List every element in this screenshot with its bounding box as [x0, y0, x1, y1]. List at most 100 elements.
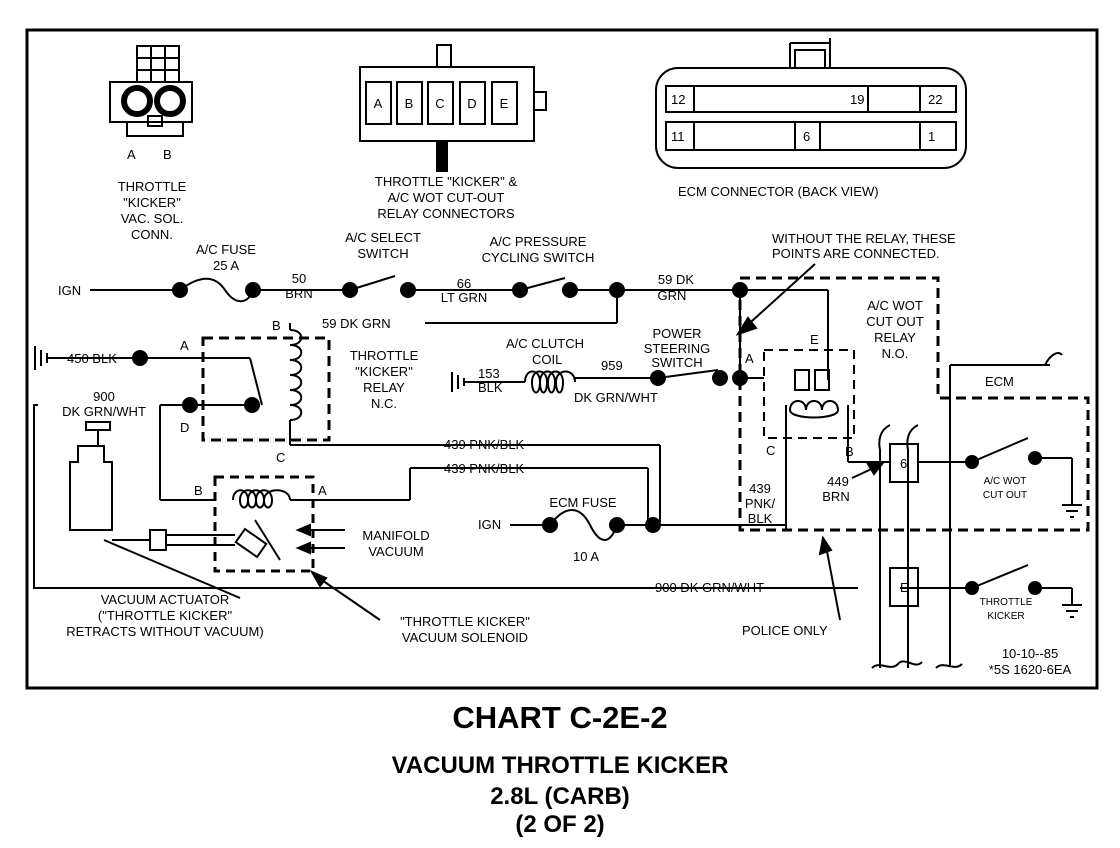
- chart-title: CHART C-2E-2: [452, 700, 668, 735]
- ac-clutch-wires: [451, 369, 764, 394]
- wire-66-color: LT GRN: [441, 290, 487, 305]
- kicker-pin-d: D: [180, 420, 189, 435]
- solenoid-caption-2: "KICKER": [123, 195, 181, 210]
- wot-pin-c: C: [766, 443, 775, 458]
- relay-pin-c: C: [435, 96, 444, 111]
- ac-clutch-dots: [650, 370, 748, 386]
- wire-900-color: DK GRN/WHT: [62, 404, 146, 419]
- wire-900-leader: [33, 404, 960, 589]
- kicker-relay-dots: [132, 350, 260, 413]
- relay-note-2: POINTS ARE CONNECTED.: [772, 246, 940, 261]
- ecm-connector-icon: [655, 38, 967, 169]
- vacuum-solenoid-box: [213, 475, 315, 573]
- wire-50-num: 50: [292, 271, 306, 286]
- ecm-pin-6-label: 6: [900, 456, 907, 471]
- solenoid-caption-4: CONN.: [131, 227, 173, 242]
- kicker-relay-internals: [55, 323, 661, 522]
- solenoid-caption-3: VAC. SOL.: [121, 211, 184, 226]
- ac-clutch-label-1: A/C CLUTCH: [506, 336, 584, 351]
- ecm-pin-19: 19: [850, 92, 864, 107]
- wire-449-num: 449: [827, 474, 849, 489]
- wire-959-num: 959: [601, 358, 623, 373]
- ecm-fuse-rating: 10 A: [573, 549, 599, 564]
- wot-pin-a: A: [745, 351, 754, 366]
- kicker-relay-label-3: RELAY: [363, 380, 405, 395]
- wire-66-num: 66: [457, 276, 471, 291]
- wire-50-color: BRN: [285, 286, 312, 301]
- chart-subtitle-3: (2 OF 2): [515, 811, 605, 838]
- wire-439-label-2: 439 PNK/BLK: [444, 461, 525, 476]
- wire-153-color: BLK: [478, 380, 503, 395]
- wot-pin-b: B: [845, 444, 854, 459]
- vac-solenoid-label-1: "THROTTLE KICKER": [400, 614, 530, 629]
- wot-inner-relay-box: [763, 349, 855, 439]
- ecm-pin-e-label: E: [900, 580, 909, 595]
- wot-relay-box: [738, 276, 1090, 532]
- kicker-relay-box: [201, 336, 331, 442]
- ecm-pin-22: 22: [928, 92, 942, 107]
- chart-subtitle-1: VACUUM THROTTLE KICKER: [391, 752, 729, 779]
- ps-switch-label-3: SWITCH: [651, 355, 702, 370]
- relay-pin-a: A: [374, 96, 383, 111]
- solenoid-pin-b-wire: B: [194, 483, 203, 498]
- vacuum-solenoid-internals: [234, 519, 345, 561]
- ign-label-2: IGN: [478, 517, 501, 532]
- relay-pin-b: B: [405, 96, 414, 111]
- solenoid-pin-a: A: [127, 147, 136, 162]
- wot-relay-label-1: A/C WOT: [867, 298, 923, 313]
- relay-pin-e: E: [500, 96, 509, 111]
- ac-select-switch-2: SWITCH: [357, 246, 408, 261]
- relay-note-arrow: [735, 263, 816, 336]
- wire-439-v-color1: PNK/: [745, 496, 776, 511]
- wire-153-num: 153: [478, 366, 500, 381]
- wire-900-num: 900: [93, 389, 115, 404]
- wot-relay-label-4: N.O.: [882, 346, 909, 361]
- ecm-switch-dots: [965, 451, 1042, 595]
- vac-solenoid-leader: [309, 569, 381, 621]
- ac-select-switch-1: A/C SELECT: [345, 230, 421, 245]
- wot-relay-contacts: [785, 369, 890, 530]
- chart-subtitle-2: 2.8L (CARB): [490, 783, 630, 810]
- relay-connector-icon: [359, 44, 547, 172]
- ecm-fuse-dots: [542, 517, 661, 533]
- wire-449-color: BRN: [822, 489, 849, 504]
- relay-note-1: WITHOUT THE RELAY, THESE: [772, 231, 956, 246]
- diagram-frame: [25, 28, 1099, 690]
- ecm-pin-12: 12: [671, 92, 685, 107]
- vacuum-actuator-icon: [69, 421, 241, 599]
- relay-caption-1: THROTTLE "KICKER" &: [375, 174, 517, 189]
- kicker-relay-label-2: "KICKER": [355, 364, 413, 379]
- ps-switch-label-1: POWER: [652, 326, 701, 341]
- solenoid-caption-1: THROTTLE: [118, 179, 187, 194]
- wire-439-label-1: 439 PNK/BLK: [444, 437, 525, 452]
- ground-450-label: 450 BLK: [67, 351, 117, 366]
- ign-label-1: IGN: [58, 283, 81, 298]
- police-only-label: POLICE ONLY: [742, 623, 828, 638]
- ac-fuse-label: A/C FUSE: [196, 242, 256, 257]
- chart-doc-number: *5S 1620-6EA: [989, 662, 1072, 677]
- solenoid-connector-icon: [109, 45, 193, 137]
- relay-caption-2: A/C WOT CUT-OUT: [388, 190, 505, 205]
- ecm-kicker-label-2: KICKER: [987, 611, 1024, 622]
- ground-symbol-icon: [34, 346, 55, 370]
- wire-59-full: 59 DK GRN: [322, 316, 391, 331]
- actuator-label-2: ("THROTTLE KICKER": [98, 608, 233, 623]
- ps-switch-label-2: STEERING: [644, 341, 710, 356]
- actuator-label-1: VACUUM ACTUATOR: [101, 592, 230, 607]
- kicker-pin-c: C: [276, 450, 285, 465]
- actuator-label-3: RETRACTS WITHOUT VACUUM): [66, 624, 263, 639]
- ecm-kicker-label-1: THROTTLE: [980, 597, 1033, 608]
- ign-splice-dots: [172, 282, 748, 298]
- police-only-leader: [818, 535, 841, 621]
- relay-pin-d: D: [467, 96, 476, 111]
- ac-pressure-switch-1: A/C PRESSURE: [490, 234, 587, 249]
- wire-449-arrow: [851, 463, 885, 479]
- ecm-ac-wot-switch: [918, 437, 1082, 618]
- wire-439-v-num: 439: [749, 481, 771, 496]
- kicker-relay-label-4: N.C.: [371, 396, 397, 411]
- manifold-vacuum-1: MANIFOLD: [362, 528, 429, 543]
- wire-959-color: DK GRN/WHT: [574, 390, 658, 405]
- ecm-caption: ECM CONNECTOR (BACK VIEW): [678, 184, 879, 199]
- chart-date: 10-10--85: [1002, 646, 1058, 661]
- ac-clutch-label-2: COIL: [532, 352, 562, 367]
